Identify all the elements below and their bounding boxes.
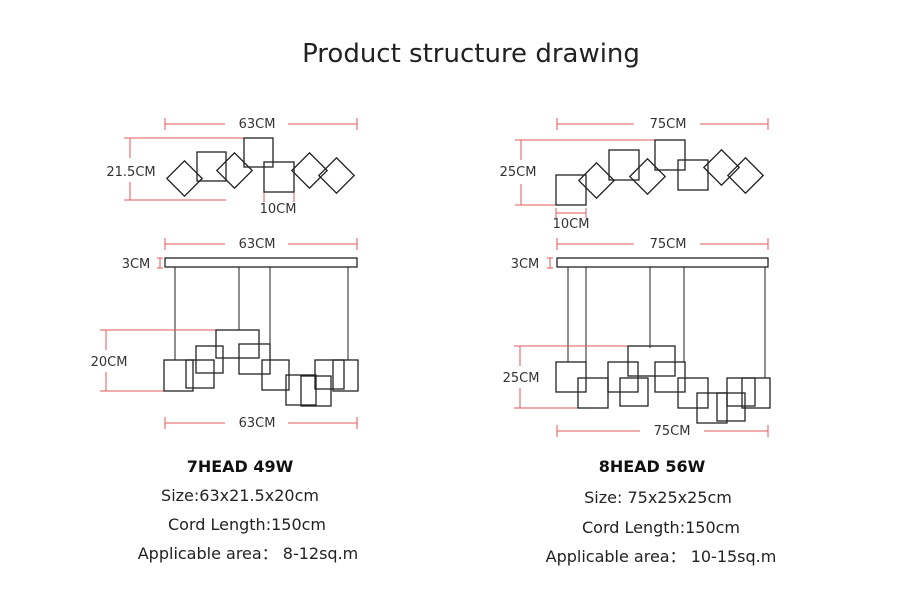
left-top-square-dimension bbox=[263, 192, 295, 202]
left-model-name: 7HEAD 49W bbox=[187, 457, 294, 476]
right-front-frames bbox=[555, 345, 771, 424]
left-top-height-label: 21.5CM bbox=[106, 165, 155, 180]
left-bottom-width-label: 63CM bbox=[239, 416, 276, 431]
right-canopy-width-label: 75CM bbox=[650, 237, 687, 252]
right-applicable-area: Applicable area： 10-15sq.m bbox=[546, 547, 777, 566]
right-canopy-height-dimension bbox=[547, 257, 553, 269]
left-body-height-dimension bbox=[100, 329, 216, 392]
left-cord-length: Cord Length:150cm bbox=[168, 515, 326, 534]
left-product: 63CM 21.5CM 10CM bbox=[91, 117, 359, 563]
right-canopy-width-dimension bbox=[556, 238, 769, 250]
page-title: Product structure drawing bbox=[302, 39, 640, 69]
left-top-height-dimension bbox=[124, 137, 244, 201]
left-body-height-label: 20CM bbox=[91, 355, 128, 370]
right-bottom-width-dimension bbox=[556, 425, 769, 437]
right-canopy bbox=[556, 257, 769, 268]
left-applicable-area: Applicable area： 8-12sq.m bbox=[138, 544, 359, 563]
left-hanging-cords bbox=[174, 267, 349, 360]
left-canopy-width-dimension bbox=[164, 238, 358, 250]
right-top-view: 75CM 25CM 10CM bbox=[500, 117, 769, 232]
right-size: Size: 75x25x25cm bbox=[584, 488, 732, 507]
left-canopy-height-dimension bbox=[157, 257, 163, 269]
right-top-height-label: 25CM bbox=[500, 165, 537, 180]
left-canopy-height-label: 3CM bbox=[122, 257, 151, 272]
left-top-view: 63CM 21.5CM 10CM bbox=[106, 117, 358, 217]
right-model-name: 8HEAD 56W bbox=[599, 457, 706, 476]
right-product: 75CM 25CM 10CM bbox=[500, 117, 777, 566]
left-top-frames bbox=[165, 137, 356, 198]
left-top-width-label: 63CM bbox=[239, 117, 276, 132]
right-front-view: 75CM 3CM 25CM bbox=[503, 237, 771, 439]
right-body-height-dimension bbox=[514, 345, 628, 409]
left-size: Size:63x21.5x20cm bbox=[161, 486, 319, 505]
left-canopy bbox=[164, 257, 358, 268]
right-top-width-label: 75CM bbox=[650, 117, 687, 132]
left-bottom-width-dimension bbox=[164, 417, 358, 429]
right-bottom-width-label: 75CM bbox=[654, 424, 691, 439]
right-top-height-dimension bbox=[515, 139, 655, 206]
right-top-square-dimension bbox=[555, 208, 587, 218]
left-front-view: 63CM 3CM 20CM bbox=[91, 237, 359, 431]
left-front-frames bbox=[163, 329, 359, 407]
right-top-width-dimension bbox=[556, 118, 769, 130]
right-cord-length: Cord Length:150cm bbox=[582, 518, 740, 537]
right-canopy-height-label: 3CM bbox=[511, 257, 540, 272]
left-top-width-dimension bbox=[164, 118, 358, 130]
right-top-frames bbox=[555, 139, 765, 206]
right-top-square-label: 10CM bbox=[553, 217, 590, 232]
left-top-square-label: 10CM bbox=[260, 202, 297, 217]
right-body-height-label: 25CM bbox=[503, 371, 540, 386]
left-canopy-width-label: 63CM bbox=[239, 237, 276, 252]
